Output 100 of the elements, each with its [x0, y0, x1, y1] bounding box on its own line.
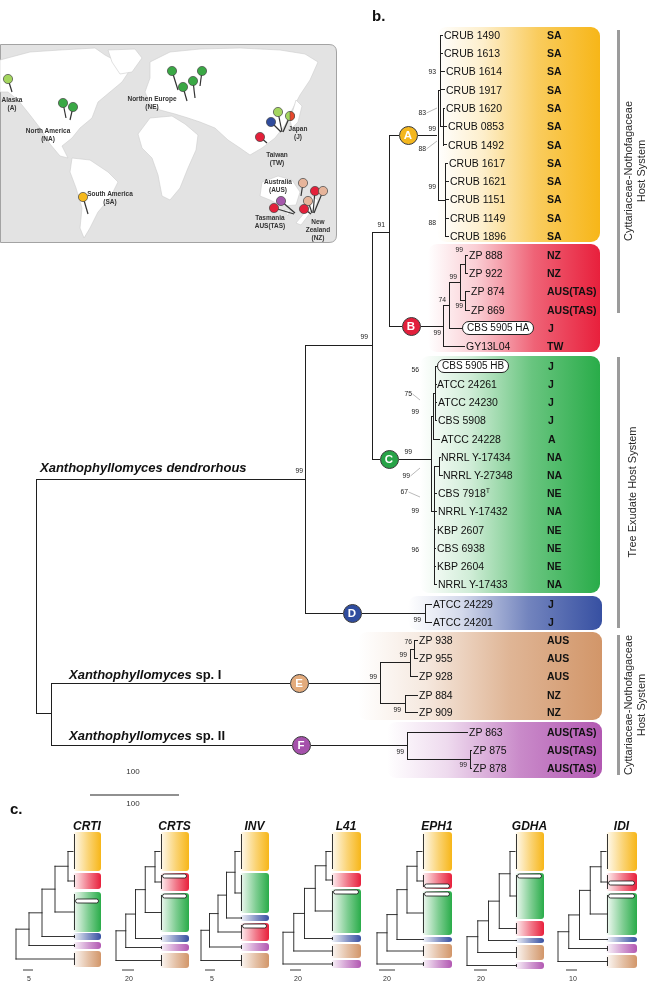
strain-name: ZP 928: [419, 670, 453, 682]
strain-name: CRUB 1620: [446, 102, 503, 114]
gene-name: CRTS: [158, 820, 191, 832]
region-code: A: [548, 433, 556, 445]
strain-name: CRUB 1149: [450, 212, 506, 224]
strain-tag: CBS 5905 HB: [437, 359, 510, 373]
strain-name: ATCC 24229: [433, 598, 493, 610]
region-code: NE: [547, 488, 562, 499]
gene-name: INV: [244, 820, 265, 832]
tree-branch: [417, 134, 438, 136]
strain-name: ZP 869: [471, 304, 505, 316]
region-code: J: [548, 415, 554, 426]
strain-name: CRUB 1917: [446, 84, 503, 96]
region-code: SA: [547, 212, 562, 224]
scale-value: 100: [126, 800, 140, 808]
gene-name: IDI: [613, 820, 630, 832]
tree-branch: [308, 682, 359, 684]
leader-line: [426, 107, 438, 114]
strain-name: ZP 909: [419, 706, 453, 718]
region-code: SA: [547, 139, 562, 151]
strain-name: CRUB 1896: [450, 231, 507, 242]
strain-name: ZP 878: [473, 762, 507, 774]
clade-circle: D: [342, 603, 362, 623]
strain-name: CRUB 1151: [450, 194, 506, 205]
strain-name: CBS 5908: [438, 415, 486, 426]
strain-name: KBP 2607: [437, 524, 485, 536]
tree-branch: [361, 612, 409, 614]
region-code: SA: [547, 102, 562, 114]
strain-name: NRRL Y-27348: [443, 469, 513, 481]
region-code: NA: [547, 579, 563, 590]
clade-circle: A: [398, 125, 418, 145]
strain-name: NRRL Y-17434: [441, 451, 511, 463]
strain-name: CRUB 1617: [449, 157, 506, 169]
region-code: SA: [547, 176, 562, 187]
region-code: SA: [547, 121, 562, 132]
clade-circle: E: [289, 673, 309, 693]
region-code: NZ: [547, 267, 561, 279]
strain-name: GY13L04: [466, 340, 511, 352]
region-code: NA: [547, 506, 563, 517]
region-code: NZ: [547, 689, 561, 701]
clade-circle: C: [379, 449, 399, 469]
strain-name: CRUB 1492: [448, 139, 505, 151]
region-code: NE: [547, 524, 562, 536]
clade-circle: F: [291, 735, 311, 755]
region-code: SA: [547, 66, 562, 77]
strain-name: NRRL Y-17433: [438, 579, 508, 590]
region-code: J: [548, 397, 554, 408]
strain-name: KBP 2604: [437, 560, 485, 572]
leader-line: [412, 393, 421, 401]
region-code: SA: [547, 29, 562, 41]
strain-name: ZP 875: [473, 744, 507, 756]
leader-line: [408, 491, 421, 498]
strain-name: ATCC 24230: [438, 397, 498, 408]
species-name: Xanthophyllomyces dendrorhous: [40, 461, 247, 474]
region-code: AUS(TAS): [547, 744, 597, 756]
region-code: NZ: [547, 249, 561, 261]
region-code: SA: [547, 48, 562, 59]
region-code: J: [548, 616, 554, 628]
gene-name: GDHA: [511, 820, 548, 832]
region-code: SA: [547, 84, 562, 96]
region-code: NA: [547, 451, 563, 463]
host-system-label: Cyttariaceae-Nothofagaceae Host System: [621, 634, 647, 777]
region-code: AUS(TAS): [547, 726, 597, 738]
strain-name: ZP 938: [419, 634, 453, 646]
strain-name: CBS 7918$^{T}$: [438, 488, 490, 499]
region-code: SA: [547, 231, 562, 242]
strain-name: ZP 888: [469, 249, 503, 261]
region-code: AUS: [547, 652, 570, 664]
strain-name: CRUB 1614: [446, 66, 503, 77]
region-code: NE: [547, 560, 562, 572]
region-code: SA: [547, 157, 562, 169]
strain-name: CRUB 1621: [450, 176, 507, 187]
region-code: AUS(TAS): [547, 285, 597, 297]
region-code: NZ: [547, 706, 561, 718]
region-code: J: [548, 598, 554, 610]
region-code: TW: [547, 340, 564, 352]
strain-name: ATCC 24228: [441, 433, 501, 445]
leader-line: [410, 467, 421, 477]
region-code: AUS: [547, 670, 570, 682]
region-code: NE: [547, 542, 562, 554]
region-code: AUS(TAS): [547, 762, 597, 774]
species-name: Xanthophyllomyces sp. I: [69, 668, 222, 681]
leader-line: [426, 140, 438, 150]
region-code: NA: [547, 469, 563, 481]
region-code: J: [548, 360, 554, 372]
species-name: Xanthophyllomyces sp. II: [69, 729, 226, 742]
gene-name: EPH1: [421, 820, 453, 832]
strain-name: ZP 884: [419, 689, 453, 701]
strain-name: ATCC 24201: [433, 616, 493, 628]
region-code: J: [548, 322, 554, 334]
strain-name: ATCC 24261: [437, 378, 497, 390]
gene-name: L41: [335, 820, 357, 832]
scale-value: 100: [126, 768, 140, 776]
region-code: SA: [547, 194, 562, 205]
strain-name: ZP 863: [469, 726, 503, 738]
clade-circle: B: [401, 316, 421, 336]
strain-name: ZP 874: [471, 285, 505, 297]
tree-branch: [35, 595, 292, 746]
strain-name: CRUB 1613: [444, 48, 501, 59]
region-code: AUS: [547, 634, 570, 646]
